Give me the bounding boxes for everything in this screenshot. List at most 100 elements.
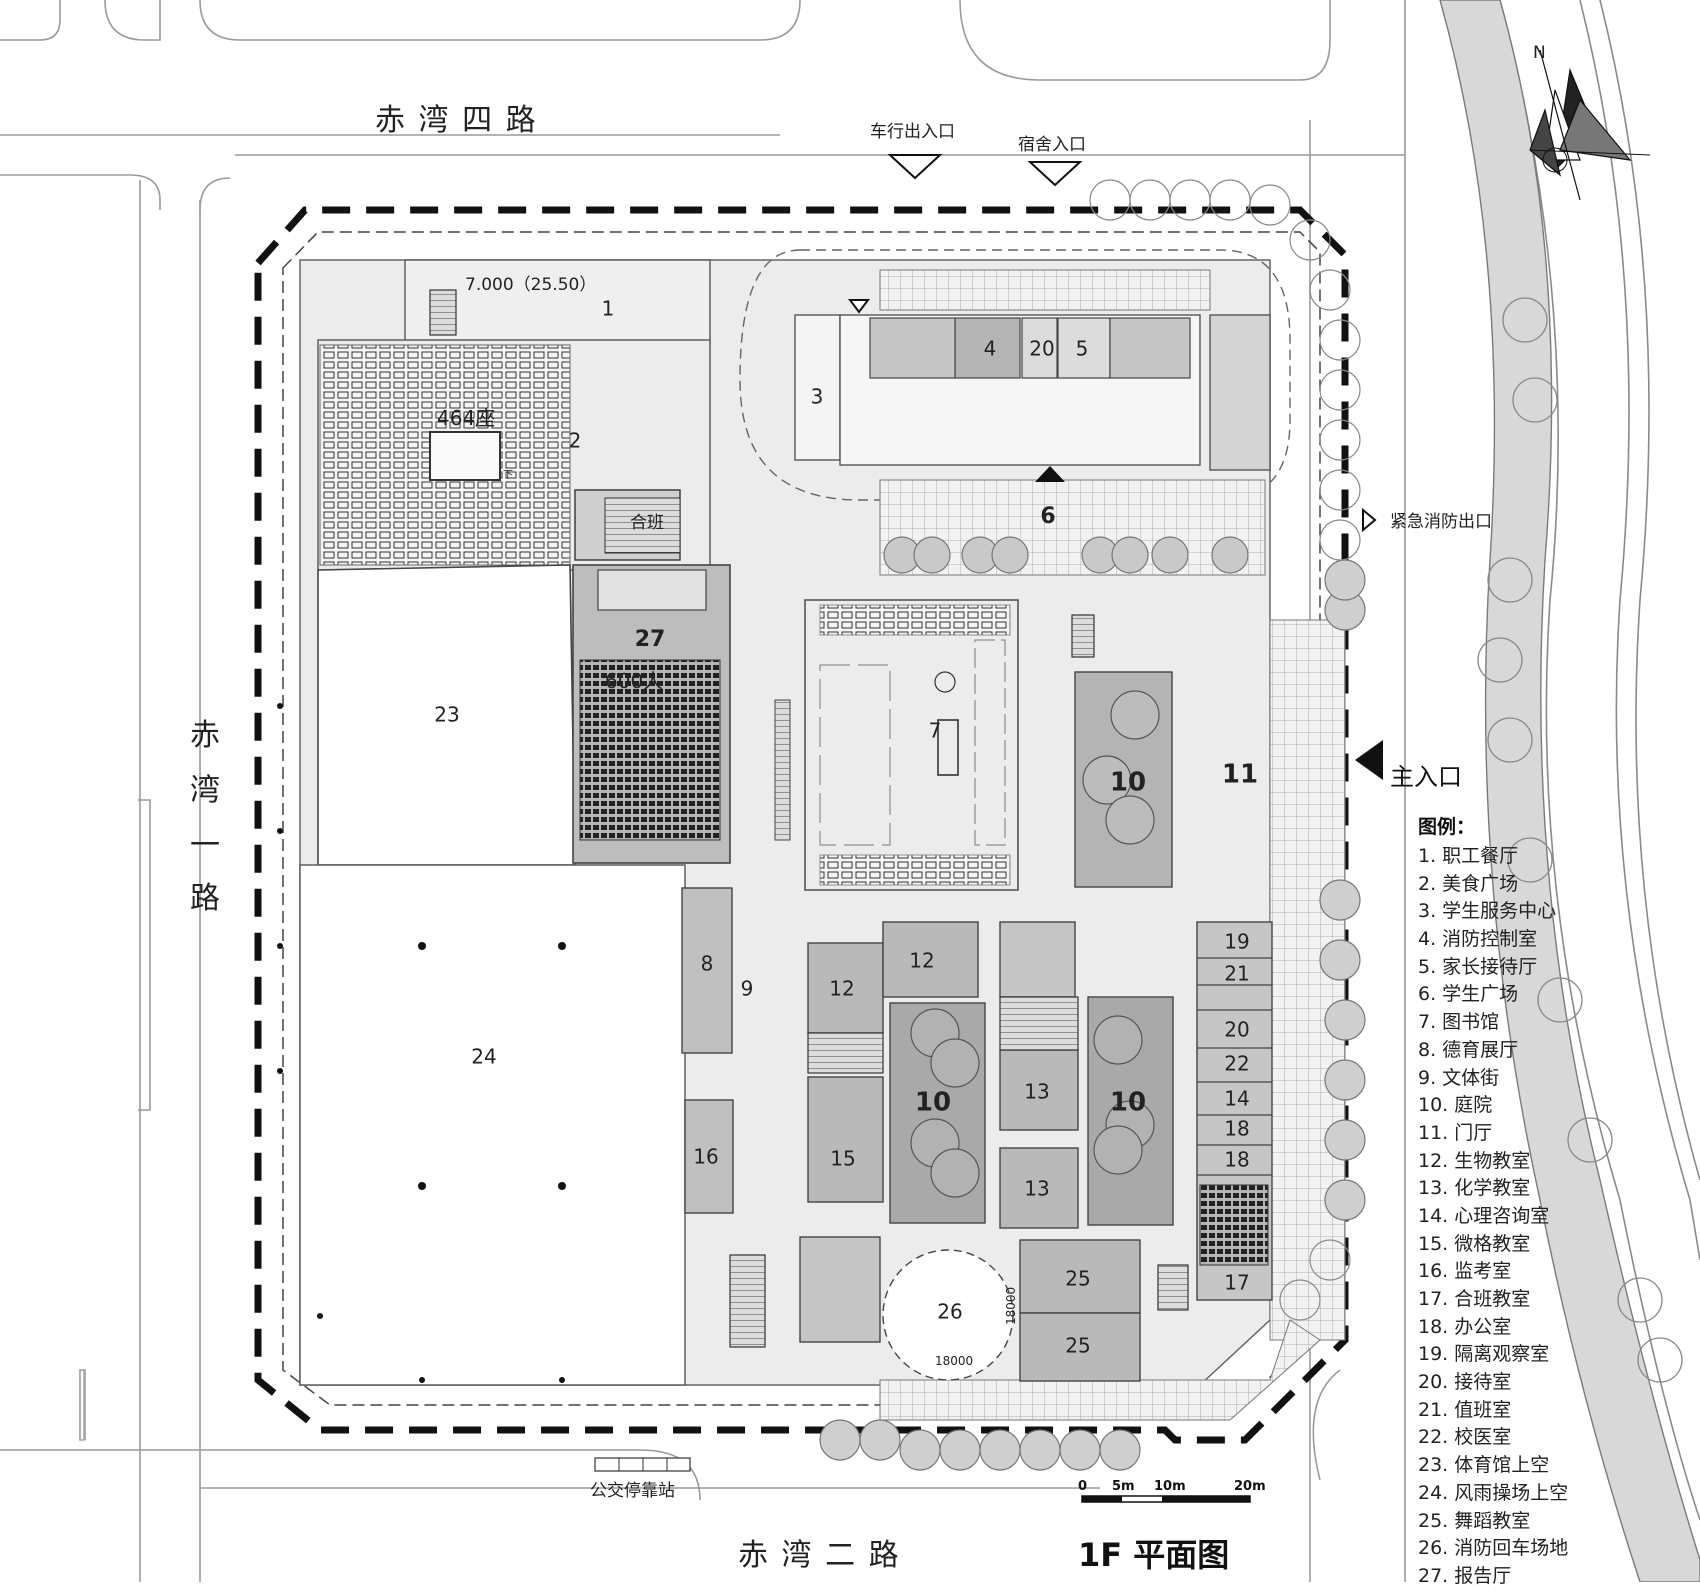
down-label: 下 (503, 470, 513, 481)
legend-item: 26. 消防回车场地 (1418, 1537, 1569, 1560)
room-number: 7 (929, 719, 942, 743)
room-17-seats (1199, 1184, 1269, 1266)
room-number: 3 (811, 385, 824, 409)
dimension-v: 18000 (1004, 1287, 1018, 1325)
perimeter-trees (819, 559, 1366, 1471)
room-13b-area (999, 1147, 1079, 1229)
room-number: 20 (1224, 1018, 1249, 1042)
vehicle-entrance-marker (887, 154, 943, 180)
legend-item: 11. 门厅 (1418, 1121, 1493, 1144)
room-number: 19 (1224, 930, 1249, 954)
room-number: 20 (1029, 337, 1054, 361)
hall-seat-count: 600人 (605, 669, 663, 693)
bus-stop-label: 公交停靠站 (590, 1481, 675, 1501)
stair-s1 (729, 1254, 766, 1348)
room-number: 26 (937, 1300, 962, 1324)
stair-11 (1071, 614, 1095, 658)
room-number: 5 (1076, 337, 1089, 361)
road-north-label: 赤 湾 四 路 (375, 103, 538, 138)
legend-item: 4. 消防控制室 (1418, 928, 1538, 951)
stair-s2 (1157, 1264, 1189, 1311)
room-7-area (804, 599, 1019, 891)
legend-item: 16. 监考室 (1418, 1260, 1512, 1283)
room-number: 10 (1110, 768, 1146, 798)
room-number: 13 (1024, 1177, 1049, 1201)
legend-item: 22. 校医室 (1418, 1426, 1512, 1449)
room-3-area (794, 314, 841, 461)
legend-item: 1. 职工餐厅 (1418, 845, 1519, 867)
room-number: 8 (701, 952, 714, 976)
legend-item: 17. 合班教室 (1418, 1288, 1531, 1310)
room-number: 15 (830, 1147, 855, 1171)
legend-title: 图例： (1418, 816, 1476, 838)
room-16-area (684, 1099, 734, 1214)
library-counter (937, 719, 959, 776)
main-entrance-label: 主入口 (1390, 763, 1462, 791)
plaza-entry-marker (1035, 466, 1065, 482)
room-4-area (954, 317, 1021, 379)
east-office-dividers (1197, 957, 1272, 1176)
north-core-w (869, 317, 956, 379)
dormitory-entrance-label: 宿舍入口 (1018, 135, 1086, 155)
room-number: 24 (471, 1045, 496, 1069)
legend-item: 9. 文体街 (1418, 1066, 1500, 1089)
fire-exit-marker (1362, 507, 1377, 533)
legend-item: 18. 办公室 (1418, 1315, 1512, 1338)
legend-item: 23. 体育馆上空 (1418, 1454, 1550, 1477)
north-east-wing (1209, 314, 1271, 471)
dining-island (429, 431, 501, 481)
dormitory-entrance-marker (1027, 161, 1083, 187)
room-number: 18 (1224, 1148, 1249, 1172)
room-26-area (882, 1249, 1014, 1381)
room-5-area (1057, 317, 1111, 379)
east-planting (1439, 0, 1700, 1582)
room-number: 25 (1065, 1334, 1090, 1358)
north-core-e (1109, 317, 1191, 379)
legend-item: 27. 报告厅 (1418, 1564, 1512, 1587)
room-number: 14 (1224, 1087, 1249, 1111)
room-number: 10 (1110, 1088, 1146, 1118)
plan-title: 1F 平面图 (1078, 1536, 1230, 1574)
library-stacks (819, 664, 891, 846)
legend-item: 13. 化学教室 (1418, 1177, 1531, 1200)
tai-ban-label: 合班 (630, 513, 664, 533)
field-columns (277, 703, 566, 1383)
room-13a-area (999, 1049, 1079, 1131)
red-line (282, 231, 1321, 1416)
library-ramp (774, 699, 791, 841)
fire-exit-label: 紧急消防出口 (1390, 512, 1492, 532)
north-court-paving (879, 269, 1211, 311)
svg-text:湾: 湾 (190, 773, 222, 808)
north-court-loop (739, 249, 1291, 501)
vehicle-entrance-label: 车行出入口 (870, 122, 955, 142)
legend-item: 12. 生物教室 (1418, 1149, 1531, 1172)
room-27-seats (579, 659, 721, 841)
legend-item: 25. 舞蹈教室 (1418, 1509, 1531, 1532)
dimension-h: 18000 (935, 1354, 973, 1368)
room-10c-trees (1093, 1015, 1155, 1175)
scale-tick: 5m (1112, 1479, 1135, 1494)
plaza-trees (883, 536, 1249, 574)
room-10b-trees (910, 1008, 980, 1198)
dining-seat-count: 464座 (437, 406, 495, 430)
legend-item: 8. 德育展厅 (1418, 1038, 1519, 1061)
room-number: 16 (693, 1145, 718, 1169)
library-reading-s (819, 854, 1011, 886)
room-24-area (299, 864, 686, 1386)
room-number: 25 (1065, 1267, 1090, 1291)
elevation-label: 7.000（25.50） (465, 275, 596, 295)
legend-item: 15. 微格教室 (1418, 1232, 1531, 1255)
room-number: 12 (909, 949, 934, 973)
stair-t1 (807, 1032, 884, 1074)
road-west-label: 赤 湾 一 路 (190, 718, 222, 916)
scale-tick: 0 (1078, 1479, 1087, 1494)
room-number: 2 (569, 429, 582, 453)
legend-item: 24. 风雨操场上空 (1418, 1481, 1569, 1504)
room-12a-area (807, 942, 884, 1034)
legend-item: 5. 家长接待厅 (1418, 955, 1538, 978)
svg-text:一: 一 (190, 828, 222, 863)
legend-item: 3. 学生服务中心 (1418, 900, 1557, 923)
